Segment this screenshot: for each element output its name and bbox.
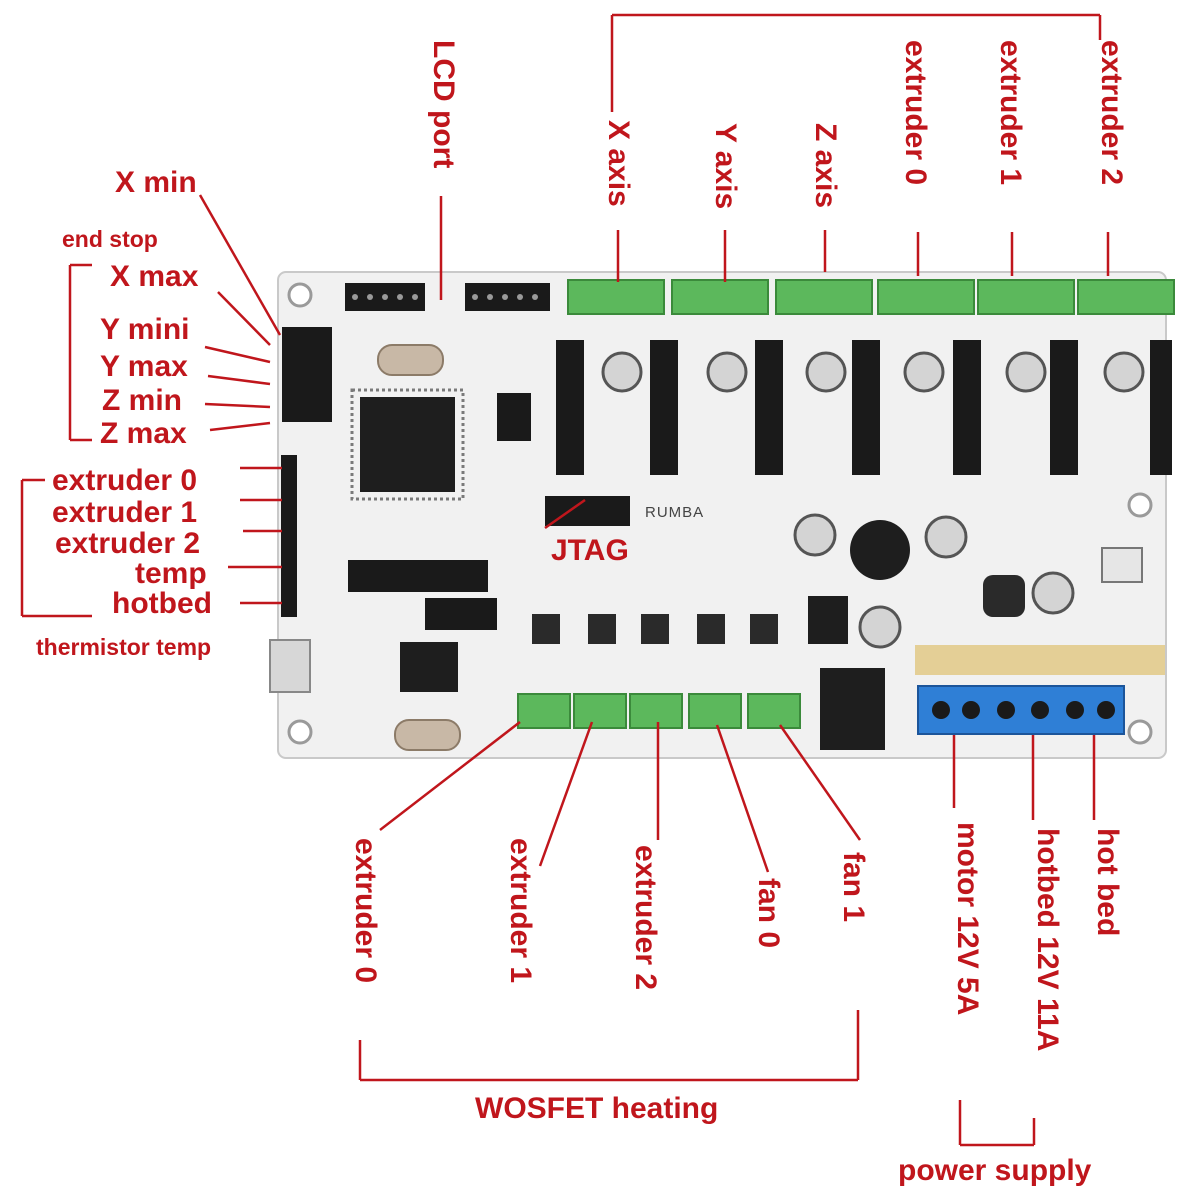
- leader-line: [198, 194, 282, 336]
- label-y-axis: Y axis: [709, 123, 742, 210]
- label-fan-0: fan 0: [752, 878, 785, 949]
- label-wosfet-heating: WOSFET heating: [475, 1092, 719, 1125]
- label-z-axis: Z axis: [809, 123, 842, 209]
- stepper-drivers: [556, 340, 1172, 475]
- label-x-max: X max: [110, 260, 199, 293]
- mounting-holes: [287, 282, 1153, 745]
- mcu-chip: [360, 397, 455, 492]
- mosfets: [532, 614, 778, 644]
- lcd-port-headers: [345, 283, 550, 311]
- stepper-terminals: [567, 279, 1175, 315]
- label-therm-extruder-2: extruder 2: [55, 527, 201, 560]
- label-hotbed: hotbed: [112, 587, 212, 620]
- label-heat-extruder-1: extruder 1: [504, 838, 537, 984]
- jtag-header: [545, 496, 630, 526]
- label-end-stop: end stop: [62, 226, 158, 252]
- leader-line: [217, 291, 271, 346]
- label-power-supply: power supply: [898, 1154, 1092, 1187]
- power-terminal: [917, 685, 1125, 735]
- label-heat-extruder-2: extruder 2: [629, 845, 662, 991]
- endstop-header: [282, 327, 332, 422]
- label-hot-bed: hot bed: [1091, 828, 1124, 937]
- label-x-min: X min: [115, 166, 197, 199]
- leader-line: [379, 721, 521, 831]
- leader-line: [204, 402, 271, 409]
- heater-terminals: [517, 693, 801, 729]
- label-lcd-port: LCD port: [427, 40, 460, 169]
- leader-line: [544, 498, 586, 530]
- label-extruder-1-motor: extruder 1: [994, 40, 1027, 186]
- label-temp: temp: [135, 557, 207, 590]
- label-z-min: Z min: [102, 384, 182, 417]
- leader-line: [778, 724, 862, 841]
- leader-line: [204, 345, 271, 364]
- label-z-max: Z max: [100, 417, 187, 450]
- label-jtag: JTAG: [551, 534, 629, 567]
- thermistor-header: [281, 455, 297, 617]
- label-extruder-2-motor: extruder 2: [1095, 40, 1128, 186]
- label-y-mini: Y mini: [100, 313, 190, 346]
- label-therm-extruder-0: extruder 0: [52, 464, 198, 497]
- board-name: RUMBA: [645, 504, 705, 521]
- label-fan-1: fan 1: [837, 852, 870, 923]
- leader-line: [538, 721, 594, 867]
- label-y-max: Y max: [100, 350, 188, 383]
- label-heat-extruder-0: extruder 0: [349, 838, 382, 984]
- leader-lines: [20, 13, 1110, 1147]
- usb-chip: [400, 642, 458, 692]
- label-hotbed-power: hotbed 12V 11A: [1031, 828, 1064, 1052]
- label-extruder-0-motor: extruder 0: [899, 40, 932, 186]
- label-x-axis: X axis: [602, 120, 635, 207]
- leader-line: [207, 374, 271, 386]
- leader-line: [209, 421, 271, 432]
- leader-line: [715, 724, 770, 873]
- label-motor-power: motor 12V 5A: [951, 822, 984, 1016]
- label-therm-extruder-1: extruder 1: [52, 496, 198, 529]
- usb-port: [269, 639, 311, 693]
- label-thermistor-temp: thermistor temp: [36, 634, 212, 660]
